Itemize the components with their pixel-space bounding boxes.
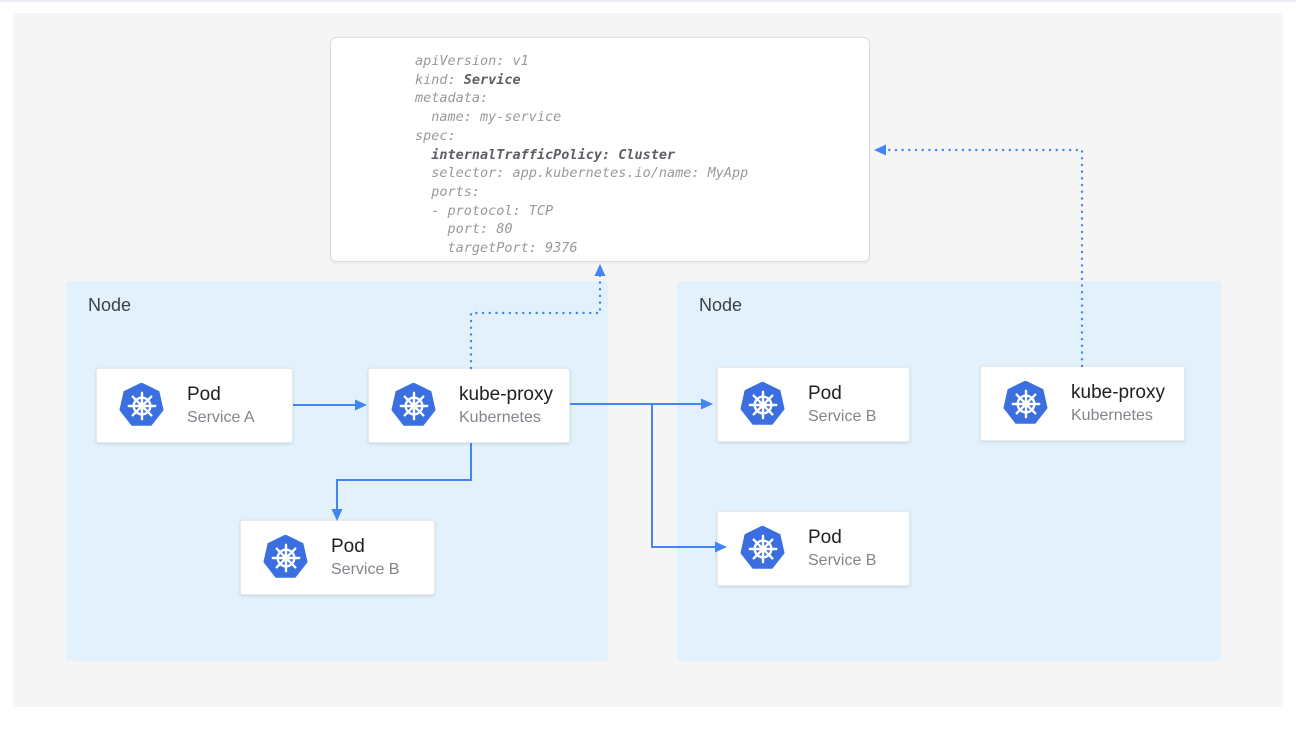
node-label: Node (88, 295, 131, 316)
card-subtitle: Service A (187, 408, 255, 428)
top-divider-line (0, 0, 1296, 2)
card-title: Pod (808, 383, 876, 405)
card-title: kube-proxy (459, 384, 553, 406)
card-subtitle: Kubernetes (459, 408, 553, 428)
kube-proxy-right-card: kube-proxy Kubernetes (980, 366, 1185, 441)
service-yaml-card: apiVersion: v1kind: Servicemetadata: nam… (330, 37, 870, 262)
kubernetes-logo-icon (739, 526, 786, 572)
pod-service-b-left-card: Pod Service B (240, 520, 435, 595)
kubernetes-logo-icon (1002, 381, 1049, 427)
kube-proxy-left-card: kube-proxy Kubernetes (368, 368, 570, 443)
node-label: Node (699, 295, 742, 316)
card-subtitle: Kubernetes (1071, 406, 1165, 426)
card-title: Pod (808, 527, 876, 549)
pod-service-b-right-2-card: Pod Service B (717, 511, 910, 586)
card-title: Pod (187, 384, 255, 406)
kubernetes-logo-icon (390, 383, 437, 429)
node-box-left: Node (66, 281, 608, 661)
card-subtitle: Service B (808, 551, 876, 571)
card-subtitle: Service B (331, 560, 399, 580)
node-box-right: Node (677, 281, 1221, 661)
kubernetes-logo-icon (739, 382, 786, 428)
pod-service-a-card: Pod Service A (96, 368, 293, 443)
card-title: kube-proxy (1071, 382, 1165, 404)
card-title: Pod (331, 536, 399, 558)
pod-service-b-right-1-card: Pod Service B (717, 367, 910, 442)
yaml-code: apiVersion: v1kind: Servicemetadata: nam… (331, 38, 869, 258)
card-subtitle: Service B (808, 407, 876, 427)
kubernetes-logo-icon (262, 535, 309, 581)
kubernetes-logo-icon (118, 383, 165, 429)
